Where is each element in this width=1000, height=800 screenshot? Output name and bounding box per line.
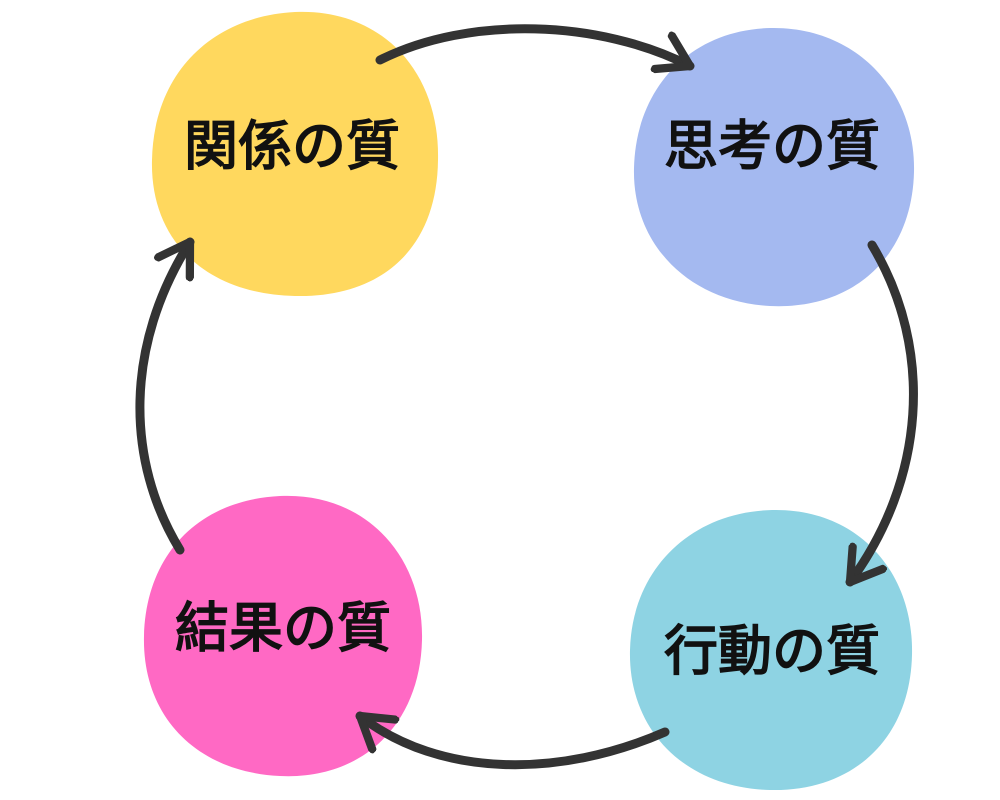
node-thinking-blob <box>633 27 915 307</box>
node-result-blob <box>143 495 423 777</box>
node-action-label: 行動の質 <box>664 620 880 683</box>
node-relationship-label: 関係の質 <box>184 115 400 178</box>
node-result-label: 結果の質 <box>175 597 391 660</box>
node-thinking-label: 思考の質 <box>664 115 880 178</box>
arrow-relationship-to-thinking <box>375 24 695 66</box>
node-relationship-blob <box>151 11 439 297</box>
arrow-action-to-result <box>355 711 670 770</box>
arrow-result-to-relationship <box>135 237 195 555</box>
node-action-blob <box>629 509 913 791</box>
arrow-thinking-to-action <box>845 240 918 587</box>
